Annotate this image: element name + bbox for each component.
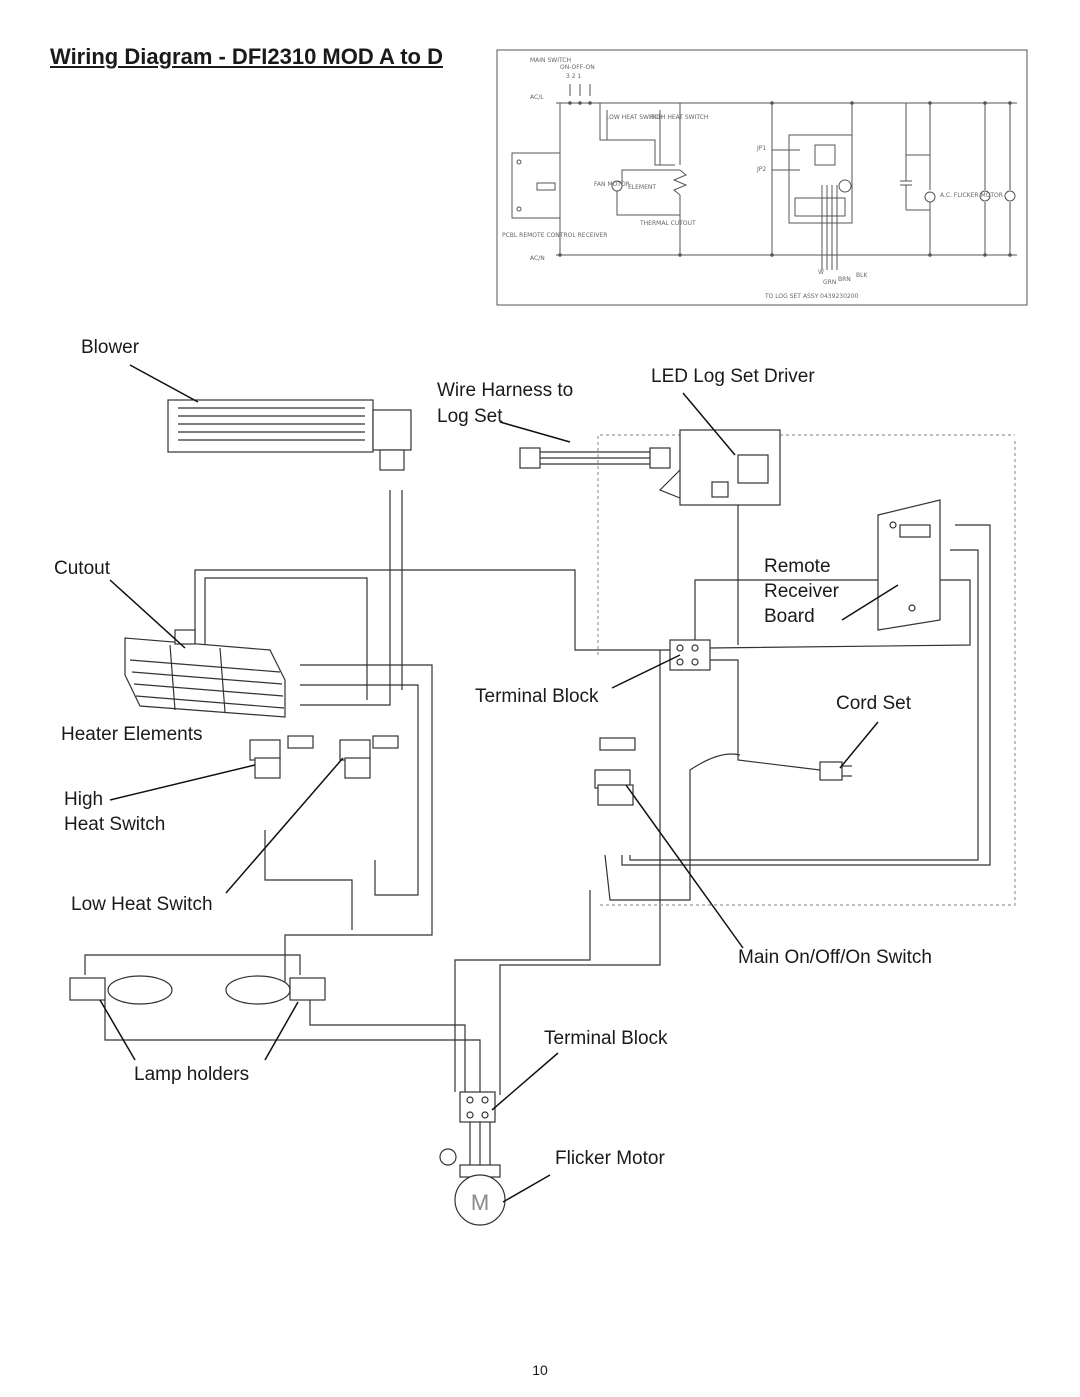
- remote-receiver-board: [877, 499, 941, 631]
- neutral-wire: [499, 650, 661, 1095]
- leader-lamp-right: [264, 1001, 299, 1061]
- label-high-heat-1: High: [64, 789, 104, 810]
- schematic-wire-w: W: [818, 269, 824, 276]
- leader-blower: [129, 364, 199, 403]
- schematic-wire-grn: GRN: [823, 279, 836, 286]
- schematic-log-set-assy-label: TO LOG SET ASSY 0439230200: [764, 293, 859, 300]
- cord-set: [819, 761, 852, 781]
- terminal-block-lower: [459, 1091, 496, 1123]
- thermal-cutout: [174, 629, 196, 645]
- label-blower: Blower: [81, 337, 140, 358]
- schematic-wire-brn: BRN: [838, 276, 851, 283]
- heater-elements: [124, 629, 286, 718]
- label-wire-harness-2: Log Set: [437, 406, 503, 427]
- label-wire-harness-1: Wire Harness to: [437, 380, 574, 401]
- label-low-heat-switch: Low Heat Switch: [71, 894, 213, 915]
- flicker-motor-letter: M: [471, 1190, 489, 1215]
- schematic-flicker-motor-label: A.C. FLICKER MOTOR: [940, 192, 1003, 199]
- schematic-thermal-cutout-label: THERMAL CUTOUT: [639, 220, 696, 227]
- label-main-switch: Main On/Off/On Switch: [738, 947, 932, 968]
- blower: [167, 399, 412, 471]
- leader-wire-harness: [499, 421, 571, 443]
- label-high-heat-2: Heat Switch: [64, 814, 166, 835]
- schematic-element-label: ELEMENT: [628, 184, 656, 191]
- label-lamp-holders: Lamp holders: [134, 1064, 250, 1085]
- label-heater-elements: Heater Elements: [61, 724, 203, 745]
- label-remote-3: Board: [764, 606, 815, 627]
- label-remote-1: Remote: [764, 556, 831, 577]
- schematic-positions-label: 3 2 1: [566, 73, 581, 80]
- label-cord-set: Cord Set: [836, 693, 911, 714]
- schematic-jp1-label: JP1: [756, 145, 766, 152]
- leader-led-driver: [682, 392, 736, 456]
- main-on-off-on-switch: [594, 737, 636, 806]
- cutout-wire: [194, 569, 670, 680]
- schematic-wire-blk: BLK: [856, 272, 868, 279]
- leader-terminal-block-lower: [491, 1052, 559, 1111]
- schematic-jp2-label: JP2: [756, 166, 766, 173]
- label-remote-2: Receiver: [764, 581, 839, 602]
- leader-flicker-motor: [502, 1174, 551, 1203]
- high-heat-switch: [249, 735, 314, 779]
- label-cutout: Cutout: [54, 558, 110, 579]
- leader-remote-board: [841, 584, 899, 621]
- label-terminal-block-lower: Terminal Block: [544, 1028, 668, 1049]
- schematic-ac-n-label: AC/N: [530, 255, 545, 262]
- schematic-receiver-label: PCBL REMOTE CONTROL RECEIVER: [502, 232, 607, 239]
- label-led-driver: LED Log Set Driver: [651, 366, 815, 387]
- low-heat-switch: [339, 735, 399, 779]
- leader-terminal-block: [611, 654, 681, 689]
- label-terminal-block-upper: Terminal Block: [475, 686, 599, 707]
- schematic-ac-l-label: AC/L: [530, 94, 544, 101]
- page-title: Wiring Diagram - DFI2310 MOD A to D: [50, 44, 443, 69]
- label-flicker-motor: Flicker Motor: [555, 1148, 665, 1169]
- schematic-high-heat-label: HIGH HEAT SWITCH: [650, 114, 708, 121]
- leader-cutout: [109, 579, 186, 649]
- led-log-set-driver: [658, 429, 781, 506]
- schematic-main-switch-label: MAIN SWITCH: [530, 57, 571, 64]
- page-number: 10: [532, 1362, 548, 1378]
- schematic-low-heat-label: LOW HEAT SWITCH: [606, 114, 663, 121]
- leader-low-heat: [225, 757, 344, 894]
- leader-cord-set: [839, 721, 879, 769]
- wire-harness: [519, 447, 671, 469]
- leader-high-heat: [109, 764, 256, 801]
- lamp-holders: [69, 975, 326, 1005]
- leader-main-switch: [625, 784, 744, 949]
- terminal-block-upper: [669, 639, 711, 671]
- schematic-on-off-on-label: ON-OFF-ON: [560, 64, 595, 71]
- leader-lamp-left: [99, 999, 136, 1061]
